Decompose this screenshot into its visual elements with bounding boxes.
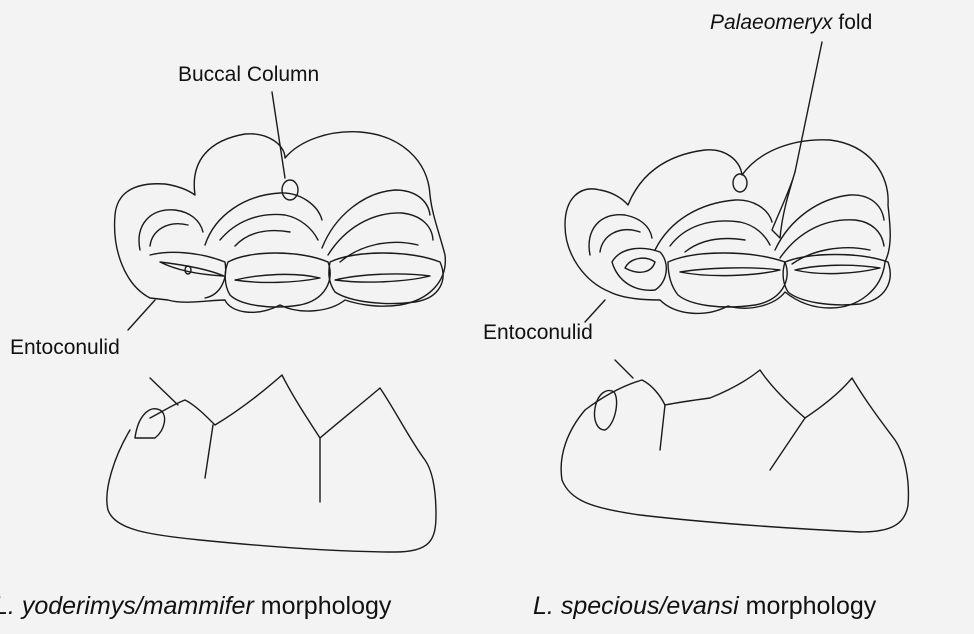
entoconulid-right-text: Entoconulid xyxy=(483,321,593,344)
palaeomeryx-fold-label: Palaeomeryx fold xyxy=(710,12,872,33)
left-caption: L. yoderimys/mammifer morphology xyxy=(0,594,391,619)
left-lateral-view xyxy=(107,375,436,552)
palaeomeryx-genus-text: Palaeomeryx xyxy=(710,11,833,34)
entoconulid-left-text: Entoconulid xyxy=(10,336,120,359)
buccal-column-nodule xyxy=(282,180,298,200)
right-caption-morphology: morphology xyxy=(739,592,877,620)
entoconulid-right-label: Entoconulid xyxy=(483,322,593,343)
left-caption-species: yoderimys/mammifer xyxy=(22,592,254,620)
palaeomeryx-fold-text: fold xyxy=(833,11,873,34)
right-caption: L. specious/evansi morphology xyxy=(533,594,876,619)
right-occlusal-view xyxy=(565,42,890,322)
palaeomeryx-fold-structure xyxy=(772,172,795,238)
left-caption-morphology: morphology xyxy=(254,592,392,620)
left-occlusal-view xyxy=(115,92,446,330)
right-buccal-column-nodule xyxy=(733,174,747,192)
right-caption-species: specious/evansi xyxy=(561,592,739,620)
left-caption-genus: L. xyxy=(0,592,15,620)
right-caption-genus: L. xyxy=(533,592,554,620)
entoconulid-left-label: Entoconulid xyxy=(10,337,120,358)
buccal-column-text: Buccal Column xyxy=(178,63,319,86)
right-lateral-view xyxy=(561,360,908,532)
buccal-column-label: Buccal Column xyxy=(178,64,319,85)
